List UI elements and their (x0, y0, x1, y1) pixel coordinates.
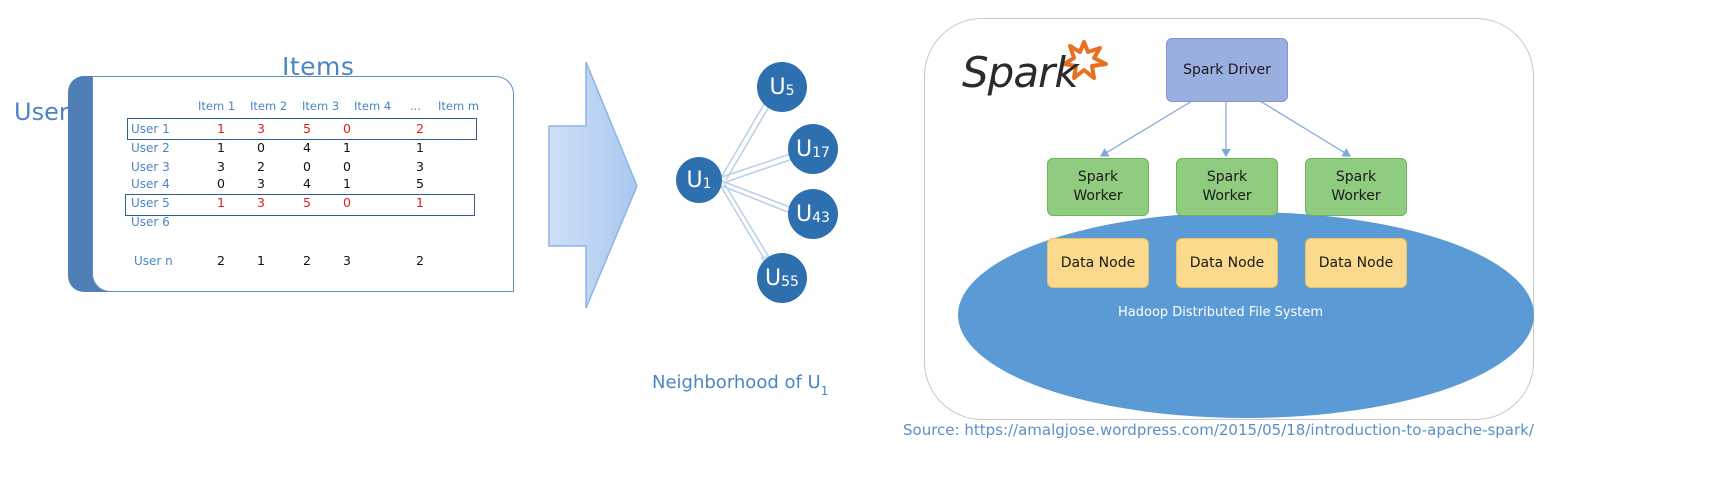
node-letter: U (796, 201, 813, 227)
node-letter: U (796, 136, 813, 162)
column-header: Item 4 (354, 99, 392, 113)
rating-matrix-panel (92, 76, 514, 292)
source-citation: Source: https://amalgjose.wordpress.com/… (903, 421, 1534, 439)
data-node-box: Data Node (1305, 238, 1407, 288)
rating-cell: 3 (257, 121, 265, 136)
rating-cell: 1 (343, 140, 351, 155)
node-subscript: 5 (785, 83, 795, 99)
arrow-right-icon (548, 61, 638, 309)
row-label: User 4 (131, 177, 170, 191)
rating-cell: 0 (343, 195, 351, 210)
node-letter: U (769, 74, 786, 100)
column-header: Item 3 (302, 99, 340, 113)
column-header: Item m (438, 99, 480, 113)
rating-cell: 1 (416, 140, 424, 155)
rating-cell: 3 (217, 159, 225, 174)
row-label: User 5 (131, 196, 170, 210)
rating-cell: 1 (416, 195, 424, 210)
column-header: ... (410, 99, 421, 113)
spark-logo-text: Spark (962, 48, 1079, 97)
spark-driver-box: Spark Driver (1166, 38, 1288, 102)
row-label: User n (134, 254, 173, 268)
node-subscript: 55 (781, 274, 799, 290)
rating-cell: 4 (303, 176, 311, 191)
rating-cell: 5 (416, 176, 424, 191)
rating-cell: 1 (217, 140, 225, 155)
rating-cell: 0 (303, 159, 311, 174)
data-node-box: Data Node (1176, 238, 1278, 288)
spark-logo (1062, 40, 1108, 80)
neighborhood-caption: Neighborhood of U1 (652, 372, 829, 398)
rating-cell: 1 (343, 176, 351, 191)
rating-cell: 1 (257, 253, 265, 268)
node-letter: U (686, 167, 703, 193)
row-label: User 6 (131, 215, 170, 229)
highlight-box-user-1 (127, 118, 477, 140)
rating-cell: 2 (416, 253, 424, 268)
node-subscript: 1 (702, 176, 712, 192)
rating-cell: 0 (343, 159, 351, 174)
rating-cell: 2 (257, 159, 265, 174)
row-label: User 2 (131, 141, 170, 155)
caption-subscript: 1 (820, 383, 829, 398)
node-subscript: 43 (812, 210, 830, 226)
rating-cell: 2 (303, 253, 311, 268)
row-label: User 1 (131, 122, 170, 136)
data-node-box: Data Node (1047, 238, 1149, 288)
column-header: Item 1 (198, 99, 236, 113)
rating-cell: 0 (217, 176, 225, 191)
rating-cell: 0 (257, 140, 265, 155)
rating-cell: 5 (303, 195, 311, 210)
rating-cell: 5 (303, 121, 311, 136)
rating-cell: 0 (343, 121, 351, 136)
hdfs-label: Hadoop Distributed File System (1118, 305, 1324, 320)
rating-cell: 2 (217, 253, 225, 268)
rating-cell: 3 (416, 159, 424, 174)
rating-cell: 3 (257, 176, 265, 191)
rating-cell: 3 (257, 195, 265, 210)
caption-text: Neighborhood of U (652, 372, 821, 393)
rating-cell: 1 (217, 121, 225, 136)
row-label: User 3 (131, 160, 170, 174)
rating-cell: 1 (217, 195, 225, 210)
rating-cell: 4 (303, 140, 311, 155)
node-subscript: 17 (812, 145, 830, 161)
rating-cell: 2 (416, 121, 424, 136)
rating-cell: 3 (343, 253, 351, 268)
node-letter: U (765, 265, 782, 291)
highlight-box-user-5 (125, 194, 475, 216)
column-header: Item 2 (250, 99, 288, 113)
